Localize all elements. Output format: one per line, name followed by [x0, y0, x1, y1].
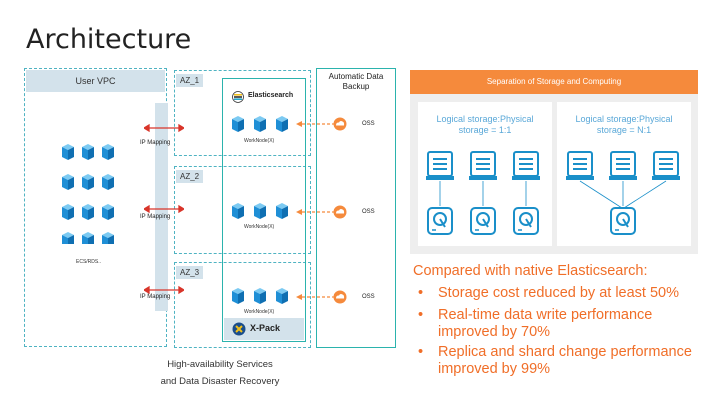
worknode-cubes-3 [232, 288, 288, 304]
xpack-bar: X-Pack [224, 318, 304, 340]
az2-box [174, 166, 311, 254]
comparison-item-1-text: Storage cost reduced by at least 50% [438, 285, 680, 301]
storage-diagram [425, 151, 681, 235]
storage-right-label: Logical storage:Physical storage = N:1 [557, 114, 691, 136]
oss-label-2: OSS [362, 209, 375, 215]
storage-panel-header: Separation of Storage and Computing [410, 70, 698, 94]
physical-storage-disks [427, 207, 636, 235]
comparison-item-3-line2: improved by 99% [438, 361, 551, 377]
elasticsearch-cluster-box [222, 78, 306, 342]
oss-label-1: OSS [362, 121, 375, 127]
elasticsearch-header: Elasticsearch [228, 90, 300, 104]
backup-title-line1: Automatic Data [328, 72, 384, 81]
backup-box [316, 68, 396, 348]
ip-mapping-arrows [144, 123, 184, 295]
az3-box [174, 262, 311, 348]
storage-left-label: Logical storage:Physical storage = 1:1 [418, 114, 552, 136]
az-label-1: AZ_1 [176, 74, 204, 87]
worknode-label-1: WorkNode(X) [244, 138, 275, 144]
logical-storage-docs [425, 151, 681, 181]
caption-line2: and Data Disaster Recovery [160, 376, 280, 387]
bullet-icon: • [418, 285, 424, 301]
az1-box [174, 70, 311, 156]
ip-mapping-label-3: IP Mapping [140, 294, 171, 300]
page-title: Architecture [26, 24, 192, 55]
comparison-item-2: • Real-time data write performance impro… [418, 307, 708, 343]
caption-line1: High-availability Services [167, 359, 273, 370]
comparison-item-3: • Replica and shard change performance i… [418, 344, 708, 380]
oss-label-3: OSS [362, 294, 375, 300]
ecs-server-grid [62, 144, 114, 244]
bullet-icon: • [418, 344, 424, 360]
comparison-item-2-line1: Real-time data write performance [438, 307, 653, 323]
ip-mapping-label-2: IP Mapping [140, 214, 171, 220]
worknode-label-3: WorkNode(X) [244, 309, 275, 315]
xpack-icon [232, 322, 246, 336]
bullet-icon: • [418, 307, 424, 323]
storage-left-label-line2: storage = 1:1 [458, 125, 512, 135]
az-label-2: AZ_2 [176, 170, 204, 183]
ip-mapping-label-1: IP Mapping [140, 140, 171, 146]
oss-icon-2 [333, 205, 347, 219]
az-label-3: AZ_3 [176, 266, 204, 279]
comparison-item-2-text: Real-time data write performance improve… [438, 307, 652, 341]
worknode-cubes-2 [232, 203, 288, 219]
oss-icon-1 [333, 117, 347, 131]
comparison-item-2-line2: improved by 70% [438, 324, 551, 340]
elasticsearch-label: Elasticsearch [248, 92, 294, 99]
worknode-label-2: WorkNode(X) [244, 224, 275, 230]
backup-title: Automatic Data Backup [316, 72, 396, 92]
ip-mapping-bar [155, 103, 168, 311]
comparison-item-3-line1: Replica and shard change performance [438, 344, 692, 360]
worknode-cubes-1 [232, 116, 288, 132]
storage-left-label-line1: Logical storage:Physical [436, 114, 534, 124]
storage-right-label-line2: storage = N:1 [596, 125, 652, 135]
comparison-item-3-text: Replica and shard change performance imp… [438, 344, 692, 378]
xpack-label: X-Pack [250, 323, 281, 333]
server-icon [62, 144, 114, 244]
backup-title-line2: Backup [342, 82, 370, 91]
diagram-caption: High-availability Services and Data Disa… [120, 356, 320, 390]
oss-icon-3 [333, 290, 347, 304]
comparison-heading: Compared with native Elasticsearch: [413, 263, 648, 279]
user-vpc-header: User VPC [26, 70, 165, 92]
ecs-label: ECS/RDS.. [76, 259, 102, 265]
comparison-item-1: • Storage cost reduced by at least 50% [418, 285, 708, 305]
elasticsearch-logo-icon [232, 91, 244, 103]
storage-right-label-line1: Logical storage:Physical [575, 114, 673, 124]
